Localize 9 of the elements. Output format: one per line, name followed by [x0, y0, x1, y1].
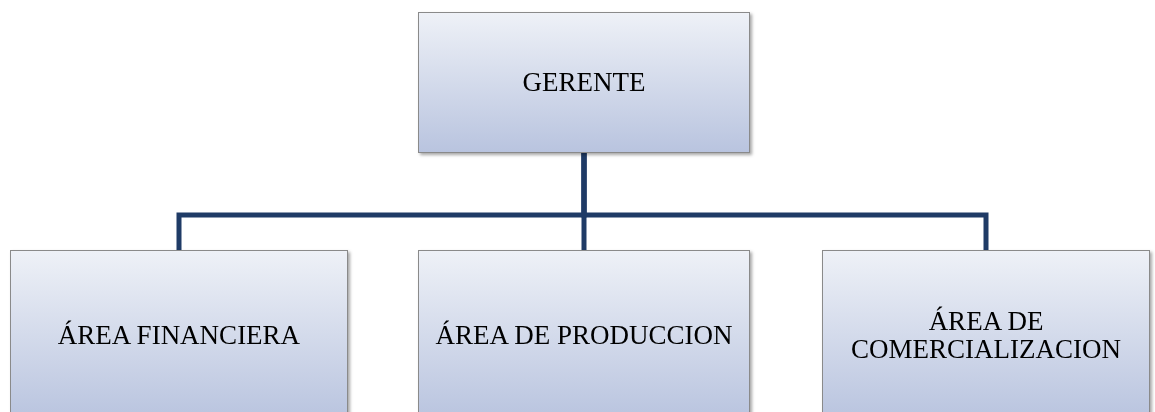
connector-line — [581, 153, 989, 250]
box-label: ÁREA DE COMERCIALIZACION — [850, 306, 1122, 364]
box-label: ÁREA FINANCIERA — [57, 320, 301, 350]
box-label: ÁREA DE PRODUCCION — [435, 320, 733, 350]
org-box — [822, 250, 1150, 412]
org-box — [418, 12, 750, 153]
org-box — [418, 250, 750, 412]
org-box — [10, 250, 348, 412]
box-label: GERENTE — [522, 68, 646, 97]
